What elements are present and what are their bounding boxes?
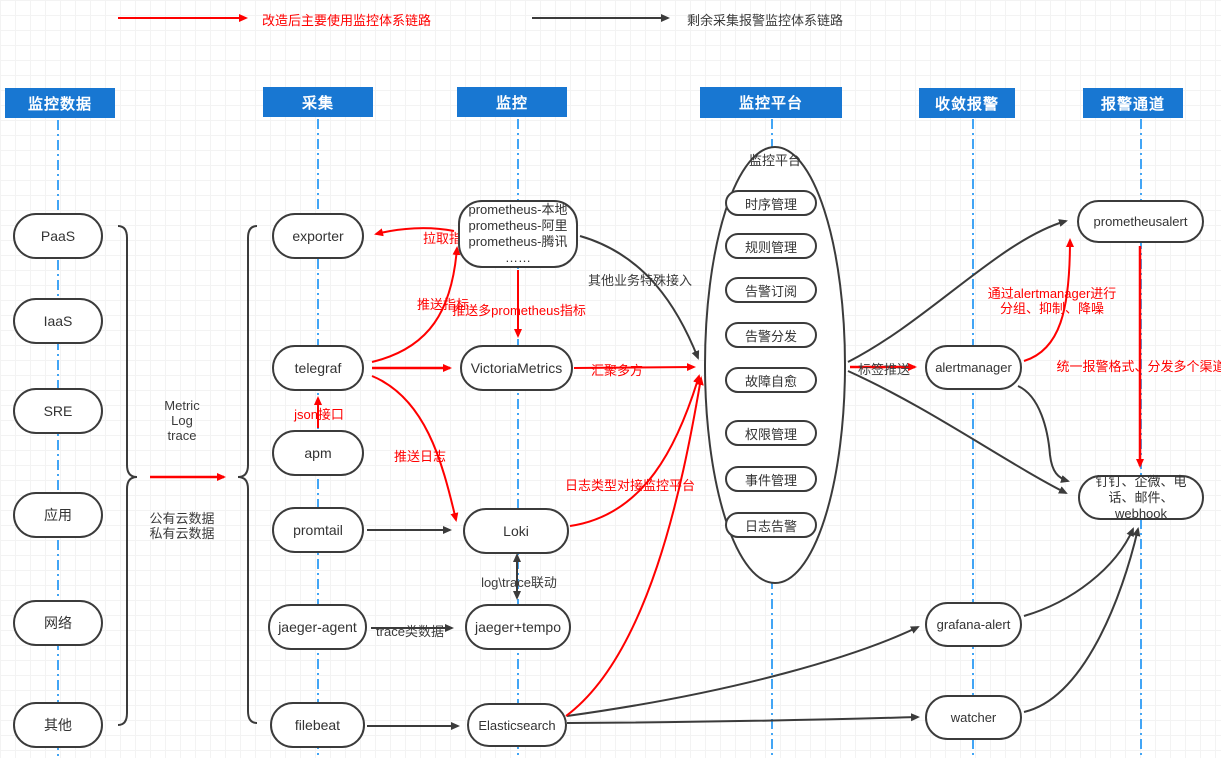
node-prometheus[interactable]: prometheus-本地 prometheus-阿里 prometheus-腾… (458, 200, 578, 268)
label-other-access: 其他业务特殊接入 (587, 273, 693, 288)
edge-elasticsearch-grafanaalert (566, 626, 920, 717)
node-prometheusalert[interactable]: prometheusalert (1077, 200, 1204, 243)
platform-item-selfheal[interactable]: 故障自愈 (725, 367, 817, 393)
label-via-alertmanager: 通过alertmanager进行 分组、抑制、降噪 (987, 286, 1117, 316)
label-log-platform: 日志类型对接监控平台 (564, 478, 696, 493)
label-log-trace-link: log\trace联动 (481, 575, 557, 590)
platform-title: 监控平台 (748, 153, 801, 168)
header-platform[interactable]: 监控平台 (700, 87, 842, 118)
platform-item-events[interactable]: 事件管理 (725, 466, 817, 492)
edge-watcher-channels (1023, 527, 1141, 713)
edge-alertmanager-channels (1017, 385, 1070, 483)
edge-telegraf-prometheus-push (371, 246, 461, 363)
prometheus-line: prometheus-阿里 (468, 218, 568, 233)
header-convergence[interactable]: 收敛报警 (919, 88, 1015, 118)
node-alert-targets[interactable]: 钉钉、企微、电话、邮件、webhook (1078, 474, 1204, 521)
header-monitoring-data[interactable]: 监控数据 (5, 88, 115, 118)
node-victoriametrics[interactable]: VictoriaMetrics (460, 345, 573, 391)
left-brace (117, 225, 138, 726)
label-json-api: json接口 (294, 407, 344, 422)
legend-red-label: 改造后主要使用监控体系链路 (262, 13, 432, 28)
edge-alertmanager-prometheusalert (1023, 238, 1074, 362)
node-iaas[interactable]: IaaS (13, 298, 103, 344)
legend-black-label: 剩余采集报警监控体系链路 (687, 13, 844, 28)
prometheus-line: …… (505, 250, 531, 265)
edge-telegraf-loki-logs (371, 375, 459, 522)
edge-loki-platform (569, 374, 701, 527)
header-collection[interactable]: 采集 (263, 87, 373, 117)
label-push-multi-prom: 推送多prometheus指标 (452, 303, 586, 318)
header-channel[interactable]: 报警通道 (1083, 88, 1183, 118)
node-promtail[interactable]: promtail (272, 507, 364, 553)
label-aggregate: 汇聚多方 (590, 363, 644, 378)
label-trace-data: trace类数据 (376, 624, 444, 639)
node-jaeger-tempo[interactable]: jaeger+tempo (465, 604, 571, 650)
label-metric-log-trace: Metric Log trace (164, 398, 200, 443)
node-apm[interactable]: apm (272, 430, 364, 476)
node-grafana-alert[interactable]: grafana-alert (925, 602, 1022, 647)
edge-platform-prometheusalert (847, 219, 1068, 363)
label-unified-format: 统一报警格式、分发多个渠道 (1056, 359, 1221, 374)
platform-item-rules[interactable]: 规则管理 (725, 233, 817, 259)
node-telegraf[interactable]: telegraf (272, 345, 364, 391)
edge-prometheus-exporter-pull (374, 227, 455, 237)
label-label-push: 标签推送 (857, 362, 911, 377)
node-other[interactable]: 其他 (13, 702, 103, 748)
node-sre[interactable]: SRE (13, 388, 103, 434)
edge-elasticsearch-watcher (566, 713, 920, 724)
node-alertmanager[interactable]: alertmanager (925, 345, 1022, 390)
header-monitoring[interactable]: 监控 (457, 87, 567, 117)
label-push-logs: 推送日志 (393, 449, 447, 464)
platform-item-dispatch[interactable]: 告警分发 (725, 322, 817, 348)
edge-platform-channels (847, 370, 1068, 494)
right-brace (237, 225, 258, 724)
node-elasticsearch[interactable]: Elasticsearch (467, 703, 567, 747)
node-watcher[interactable]: watcher (925, 695, 1022, 740)
node-loki[interactable]: Loki (463, 508, 569, 554)
edge-grafanaalert-channels (1023, 527, 1134, 617)
node-app[interactable]: 应用 (13, 492, 103, 538)
prometheus-line: prometheus-本地 (468, 202, 568, 217)
platform-item-permission[interactable]: 权限管理 (725, 420, 817, 446)
platform-item-subscribe[interactable]: 告警订阅 (725, 277, 817, 303)
node-exporter[interactable]: exporter (272, 213, 364, 259)
node-filebeat[interactable]: filebeat (270, 702, 365, 748)
label-cloud-data: 公有云数据 私有云数据 (149, 511, 215, 541)
node-paas[interactable]: PaaS (13, 213, 103, 259)
node-jaeger-agent[interactable]: jaeger-agent (268, 604, 367, 650)
edge-elasticsearch-platform (565, 376, 704, 717)
prometheus-line: prometheus-腾讯 (468, 234, 568, 249)
label-push-metrics: 推送指标 (416, 297, 470, 312)
edge-victoriametrics-platform (573, 363, 696, 372)
platform-item-timeseries[interactable]: 时序管理 (725, 190, 817, 216)
platform-item-logalert[interactable]: 日志告警 (725, 512, 817, 538)
node-network[interactable]: 网络 (13, 600, 103, 646)
edge-prometheus-platform (579, 235, 700, 360)
